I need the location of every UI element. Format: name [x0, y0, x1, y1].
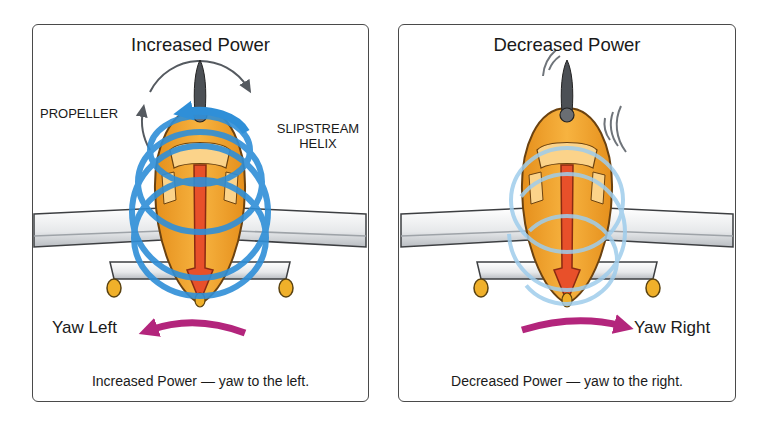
airplane: [34, 60, 366, 307]
part-label: SLIPSTREAM HELIX: [272, 122, 364, 152]
panel-box: Increased PowerIncreased Power — yaw to …: [32, 24, 369, 402]
panel-box: Decreased PowerDecreased Power — yaw to …: [398, 24, 736, 402]
yaw-label: Yaw Left: [52, 318, 117, 338]
panel-caption: Decreased Power — yaw to the right.: [399, 373, 735, 389]
yaw-arrow: [150, 323, 245, 333]
panel-title: Increased Power: [33, 34, 368, 56]
helix-arrow: [185, 111, 246, 132]
yaw-label: Yaw Right: [634, 318, 710, 338]
increased-power-illustration: [34, 60, 366, 333]
part-label: PROPELLER: [40, 107, 118, 122]
motion-lines: [543, 50, 626, 152]
text-run: Increased Power: [131, 34, 270, 55]
slipstream-helix: [132, 116, 268, 296]
text-run: Decreased Power: [493, 34, 640, 55]
slipstream-helix: [509, 148, 625, 304]
airplane: [401, 60, 733, 307]
yaw-arrow: [522, 321, 622, 330]
panel-title: Decreased Power: [399, 34, 735, 56]
panel-caption: Increased Power — yaw to the left.: [33, 373, 368, 389]
text-run: Decreased Power — yaw to the right.: [451, 373, 683, 389]
text-run: Increased Power — yaw to the left.: [92, 373, 309, 389]
decreased-power-illustration: [401, 50, 733, 330]
